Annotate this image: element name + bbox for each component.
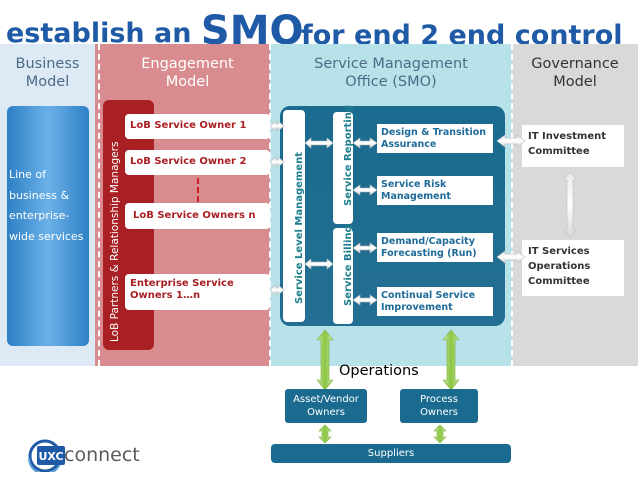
- page-title: establish an SMO: [6, 6, 304, 54]
- line-of-business-box: [7, 106, 89, 346]
- column-divider: [98, 44, 100, 366]
- service-risk-management-box: Service Risk Management: [377, 176, 493, 205]
- business-model-heading: Business Model: [15, 56, 80, 90]
- logo-wordmark: connect: [64, 444, 140, 466]
- governance-model-heading: Governance Model: [531, 56, 619, 90]
- continual-service-improvement-box: Continual Service Improvement: [377, 287, 493, 316]
- title-part-1: establish an: [6, 18, 201, 49]
- column-divider: [269, 44, 271, 366]
- lob-service-owners-n: LoB Service Owners n: [125, 203, 270, 229]
- lob-service-owner-2: LoB Service Owner 2: [125, 150, 270, 175]
- logo-mark: UXC: [38, 450, 63, 463]
- enterprise-service-owners: Enterprise Service Owners 1…n: [125, 274, 270, 310]
- governance-model-column: Governance Model: [512, 44, 638, 366]
- service-billing-bar: Service Billing: [333, 225, 354, 324]
- it-services-operations-committee-box: IT Services Operations Committee: [522, 240, 624, 296]
- suppliers-box: Suppliers: [271, 444, 511, 463]
- design-transition-assurance-box: Design & Transition Assurance: [377, 124, 493, 153]
- double-arrow-icon: [269, 120, 577, 306]
- asset-vendor-owners-box: Asset/Vendor Owners: [285, 389, 367, 423]
- process-owners-box: Process Owners: [400, 389, 478, 423]
- service-reporting-bar: Service Reporting: [333, 105, 354, 224]
- demand-capacity-forecasting-box: Demand/Capacity Forecasting (Run): [377, 233, 493, 262]
- lob-service-owner-1: LoB Service Owner 1: [125, 114, 270, 139]
- operations-label: Operations: [339, 363, 419, 379]
- line-of-business-text: Line of business & enterprise-wide servi…: [9, 168, 84, 243]
- it-investment-committee-box: IT Investment Committee: [522, 125, 624, 167]
- column-divider: [511, 44, 513, 366]
- uxc-logo-icon: UXC: [28, 439, 65, 472]
- smo-heading: Service Management Office (SMO): [314, 56, 468, 90]
- double-arrow-icon: [316, 329, 460, 444]
- service-level-management-bar: Service Level Management: [283, 110, 305, 322]
- continuation-dashes: [197, 178, 199, 202]
- engagement-model-heading: Engagement Model: [141, 56, 234, 90]
